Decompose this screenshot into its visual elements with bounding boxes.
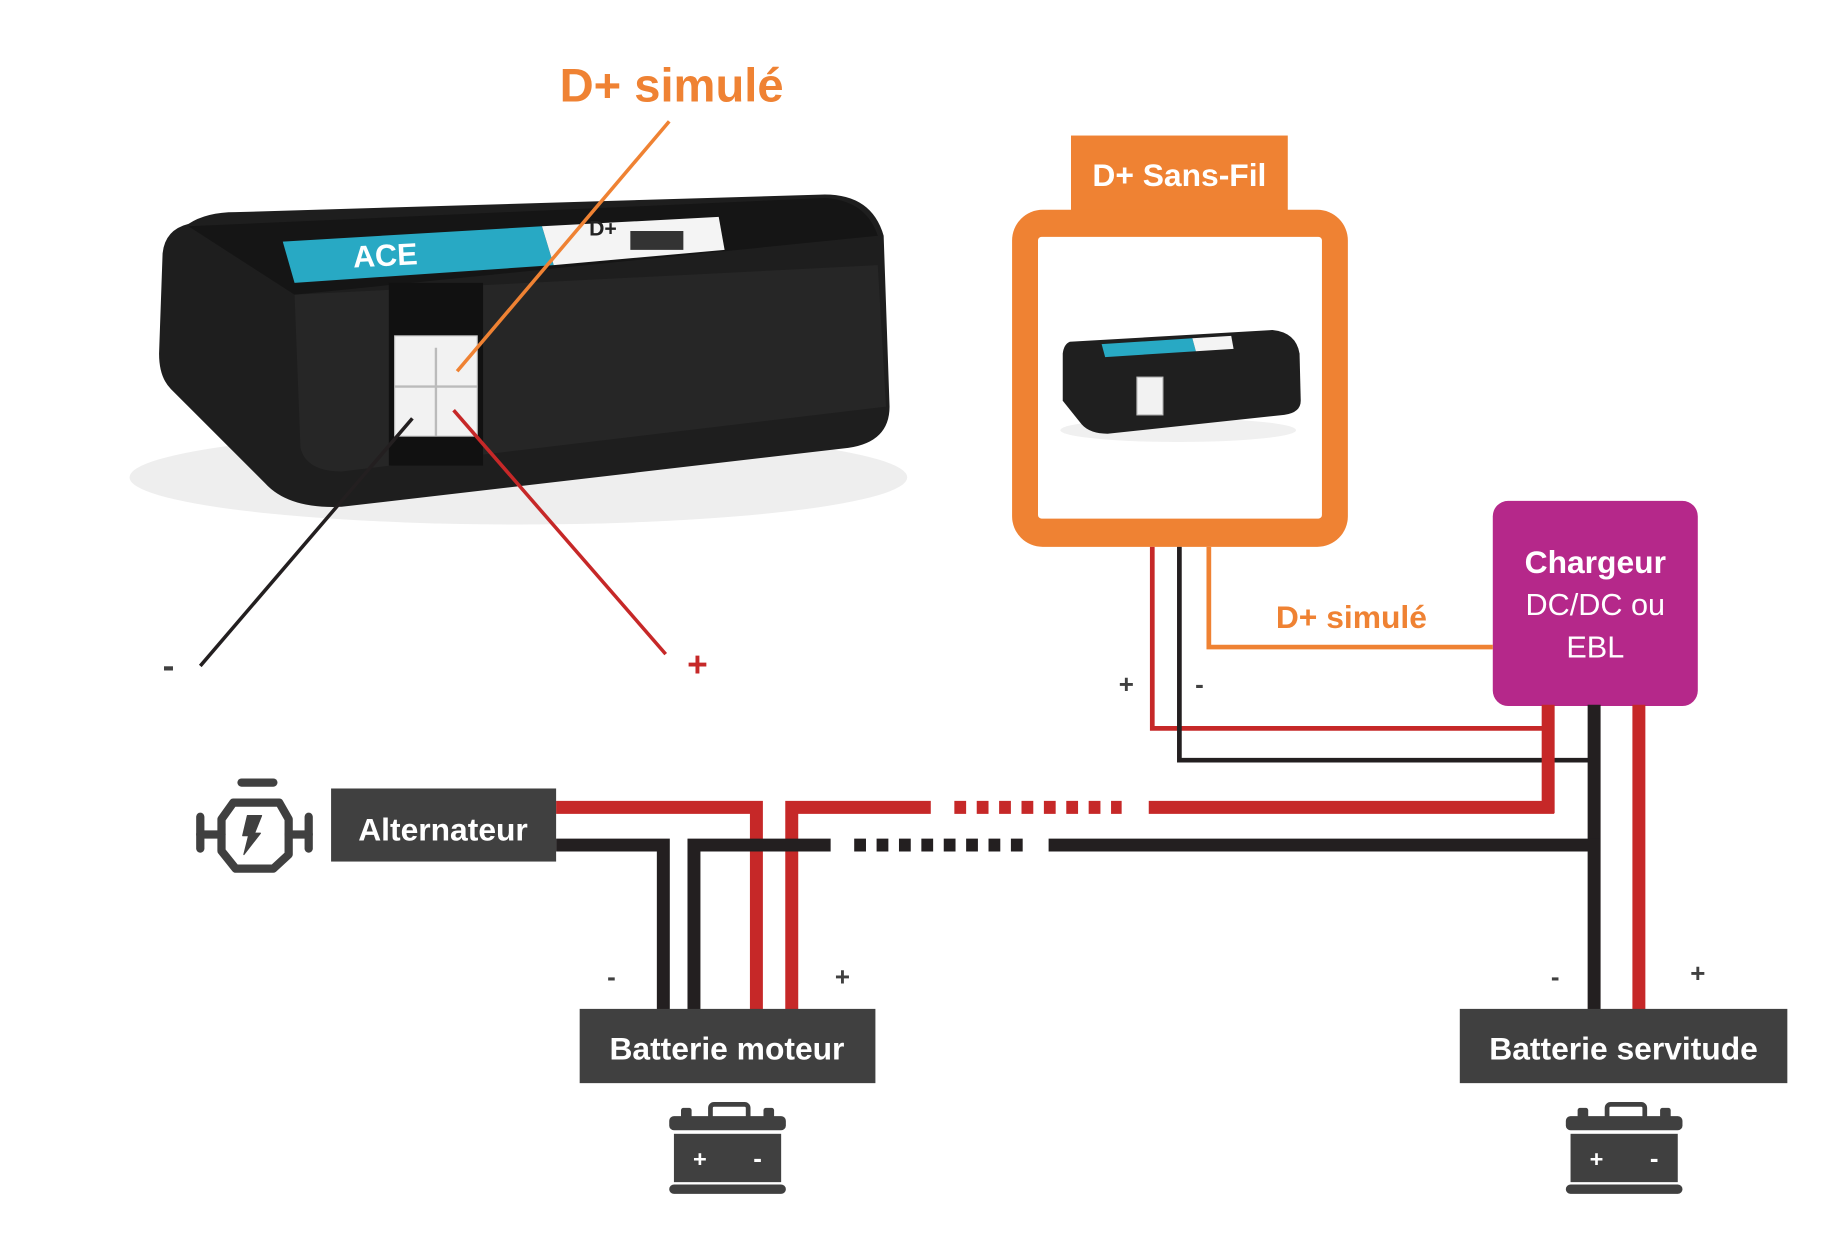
service-battery-icon: + - xyxy=(1565,1101,1683,1194)
mini-device-label xyxy=(1101,338,1196,358)
dplus-signal-wire xyxy=(1206,546,1493,650)
engine-icon-bolt xyxy=(242,815,263,856)
device-logo: ACE xyxy=(352,237,418,274)
charger-line3: EBL xyxy=(1566,631,1624,665)
main-positive-wire-branch xyxy=(785,800,931,1011)
wireless-minus-label: - xyxy=(1195,671,1204,699)
battery-base xyxy=(1565,1184,1683,1194)
main-positive-wire-left xyxy=(556,800,763,1011)
battery-body xyxy=(1570,1133,1678,1183)
service-battery-plus-label: + xyxy=(1690,960,1705,988)
device-qr xyxy=(630,231,684,250)
engine-battery-icon: + - xyxy=(669,1101,786,1194)
wireless-title: D+ Sans-Fil xyxy=(1092,157,1266,193)
mini-device-label-white xyxy=(1192,335,1234,352)
engine-icon xyxy=(196,778,313,873)
charger-line1: Chargeur xyxy=(1525,544,1666,580)
battery-base xyxy=(669,1184,786,1194)
minus-callout-line xyxy=(198,417,414,668)
main-negative-wire-branch xyxy=(687,838,831,1011)
engine-battery-plus-label: + xyxy=(835,963,850,991)
service-battery-minus-label: - xyxy=(1551,963,1560,991)
battery-lid xyxy=(1565,1116,1683,1131)
battery-body xyxy=(673,1133,782,1183)
device-photo: ACE D+ xyxy=(129,194,908,525)
service-battery-label: Batterie servitude xyxy=(1489,1031,1758,1067)
alternator-label: Alternateur xyxy=(358,811,528,847)
photo-plus-label: + xyxy=(687,646,708,685)
battery-lid xyxy=(669,1116,786,1131)
device-label-teal xyxy=(282,226,554,283)
service-battery-label-box xyxy=(1459,1008,1788,1084)
dplus-callout-line xyxy=(455,120,671,373)
main-negative-wire-left xyxy=(556,838,670,1011)
battery-minus-sign: - xyxy=(1650,1145,1659,1173)
battery-plus-sign: + xyxy=(693,1146,707,1172)
engine-battery-label-box xyxy=(579,1008,876,1084)
photo-minus-label: - xyxy=(163,647,175,686)
plus-callout-line xyxy=(452,408,668,656)
engine-battery-label: Batterie moteur xyxy=(609,1031,844,1067)
charger-box xyxy=(1492,500,1698,706)
wireless-title-tab xyxy=(1070,135,1288,219)
wireless-minus-wire xyxy=(1177,546,1593,763)
alternator-label-box xyxy=(331,788,557,862)
engine-battery-minus-label: - xyxy=(607,963,616,991)
battery-minus-sign: - xyxy=(753,1145,762,1173)
charger-line2: DC/DC ou xyxy=(1526,588,1666,622)
wireless-plus-label: + xyxy=(1119,671,1134,699)
device-label-dplus: D+ xyxy=(589,218,617,241)
mini-device-connector xyxy=(1136,376,1164,416)
battery-plus-sign: + xyxy=(1590,1146,1604,1172)
wireless-plus-wire xyxy=(1149,546,1547,731)
dplus-signal-label: D+ simulé xyxy=(1276,599,1427,635)
engine-icon-body xyxy=(217,798,293,873)
dplus-callout-label: D+ simulé xyxy=(560,58,784,111)
mini-device-photo xyxy=(1060,330,1301,442)
